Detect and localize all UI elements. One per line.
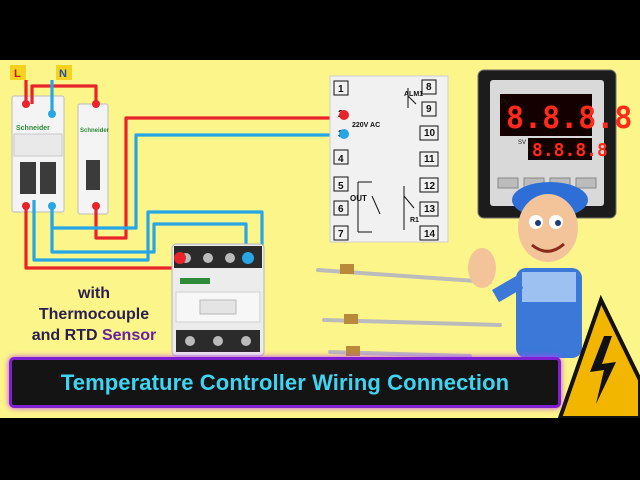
single-pole-breaker: Schneider (77, 103, 110, 215)
terminal-14: 14 (424, 229, 436, 240)
page-title: Temperature Controller Wiring Connection (60, 370, 510, 395)
temperature-controller: 8.8.8.8 PV 8.8.8.8 SV (477, 69, 632, 219)
terminal-box (421, 101, 437, 117)
probe-fitting (340, 264, 354, 274)
wire-blue-to-contactor (50, 208, 248, 258)
terminal-12: 12 (424, 181, 436, 192)
contactor-screw (225, 253, 235, 263)
terminal-box (333, 200, 349, 216)
thumbs-up-hand (468, 248, 496, 288)
terminal-box (333, 80, 349, 96)
terminal-box (419, 125, 439, 141)
sensor-caption-and-rtd: and RTD (31, 327, 98, 344)
diagram-panel: L N Schneider Schneider (0, 60, 640, 418)
pupil (535, 220, 541, 226)
breaker-terminal-blue-top (48, 110, 56, 118)
wire-blue-loop (32, 200, 264, 262)
contactor-a2-terminal (242, 252, 254, 264)
contactor-a1-terminal (174, 252, 186, 264)
breaker-brand-2: Schneider (80, 128, 110, 134)
terminal-10: 10 (424, 128, 436, 139)
wiring-diagram: L N Schneider Schneider (10, 65, 640, 418)
terminal-box (333, 149, 349, 165)
terminal-block: 1 2 3 4 5 6 7 8 9 10 11 12 13 14 220V AC (329, 75, 449, 243)
terminal-box (421, 79, 437, 95)
sv-display: 8.8.8.8 (532, 140, 608, 161)
contactor-screw (213, 336, 223, 346)
wire-line-bridge (30, 84, 98, 104)
contactor-screw (203, 253, 213, 263)
terminal-1: 1 (338, 84, 344, 95)
alarm-relay-symbol (407, 88, 417, 108)
smile (531, 242, 565, 253)
terminal-5: 5 (338, 181, 344, 192)
terminal-7: 7 (338, 229, 344, 240)
pupil (555, 220, 561, 226)
sensor-caption: with Thermocouple and RTD Sensor (14, 283, 174, 346)
controller-button (575, 177, 597, 189)
terminal-11: 11 (424, 154, 435, 165)
terminal-8: 8 (426, 82, 432, 93)
breaker-brand: Schneider (16, 125, 50, 132)
probe-fitting (346, 346, 360, 356)
r1-relay-symbol (403, 186, 415, 230)
alarm-label: ALM1 (404, 91, 423, 98)
supply-voltage-label: 220V AC (352, 122, 380, 129)
neutral-label-box (56, 65, 72, 80)
line-label: L (14, 68, 21, 80)
terminal-box (419, 151, 439, 167)
terminal-9: 9 (426, 104, 432, 115)
terminal-13: 13 (424, 204, 436, 215)
pv-label: PV (501, 100, 509, 106)
arm (491, 276, 524, 303)
pv-display: 8.8.8.8 (506, 101, 632, 136)
wire-blue-to-terminal-3 (50, 133, 344, 230)
terminal-box (333, 225, 349, 241)
terminal-box (333, 176, 349, 192)
breaker2-terminal-bottom (92, 202, 100, 210)
terminal-box (419, 177, 439, 193)
sensors (316, 264, 502, 358)
line-label-box (10, 65, 26, 80)
breaker-terminal-blue-bottom (48, 202, 56, 210)
breaker2-terminal-top (92, 100, 100, 108)
terminal-6: 6 (338, 204, 344, 215)
sensor-caption-line2: Thermocouple (38, 306, 150, 323)
terminal-3-wire-point (339, 129, 349, 139)
warning-sign (557, 294, 640, 418)
top-black-bar (0, 0, 640, 60)
contactor-brand-stripe (180, 278, 210, 284)
controller-button (497, 177, 519, 189)
relay-label: R1 (410, 217, 419, 224)
terminal-2-wire-point (339, 110, 349, 120)
probe-fitting (344, 314, 358, 324)
terminal-4: 4 (338, 154, 344, 165)
sensor-caption-line1: with (78, 285, 110, 302)
contactor (171, 243, 265, 357)
out-relay-symbol (357, 181, 381, 233)
lightning-bolt-icon (590, 336, 616, 404)
sensor-caption-line3: and RTD Sensor (14, 325, 174, 346)
double-pole-breaker: Schneider (11, 95, 65, 213)
shirt (522, 272, 576, 302)
contactor-screw (185, 336, 195, 346)
contactor-screw (241, 336, 251, 346)
neutral-label: N (59, 68, 67, 80)
sensor-caption-sensor: Sensor (101, 327, 157, 344)
sv-label: SV (518, 140, 526, 146)
wires (24, 80, 344, 270)
electrician-mascot (468, 182, 588, 358)
terminal-box (419, 201, 439, 217)
terminal-box (419, 225, 439, 241)
title-banner: Temperature Controller Wiring Connection (9, 357, 561, 408)
breaker-terminal-red-bottom (22, 202, 30, 210)
bottom-black-bar (0, 418, 640, 480)
breaker-terminal-red-top (22, 100, 30, 108)
